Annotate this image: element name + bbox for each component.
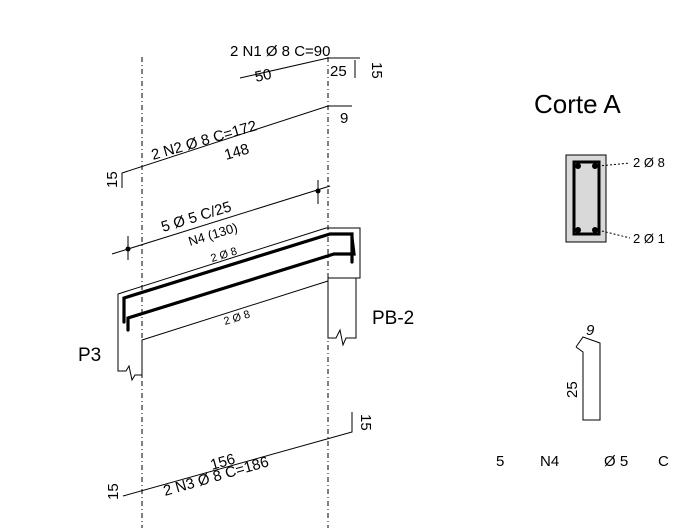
bar-n2-tail-length: 15 bbox=[104, 171, 121, 188]
beam-outline bbox=[117, 227, 361, 377]
bar-n4-dimension-line bbox=[111, 185, 331, 255]
bar-n2: 2 N2 Ø 8 C=172 148 9 15 bbox=[104, 105, 352, 188]
inclined-beam: 2 Ø 8 2 Ø 8 bbox=[117, 227, 361, 382]
stirrup-legend: 5 N4 Ø 5 C bbox=[496, 453, 669, 470]
stirrup-hook-length: 9 bbox=[586, 322, 595, 339]
section-a: Corte A 2 Ø 8 2 Ø 1 bbox=[534, 89, 665, 246]
bar-n4-dimension: 5 Ø 5 C/25 N4 (130) bbox=[111, 180, 331, 260]
left-support-break bbox=[117, 332, 142, 382]
section-stirrup bbox=[572, 160, 601, 236]
beam-bottom-bars-label: 2 Ø 8 bbox=[222, 309, 251, 328]
bar-n2-main-length: 148 bbox=[222, 141, 251, 164]
stirrup-legend-name: N4 bbox=[540, 453, 559, 470]
section-bar-bottom-right bbox=[592, 227, 598, 233]
bar-n4-right-dot bbox=[315, 188, 321, 194]
stirrup-height-length: 25 bbox=[564, 381, 581, 398]
support-right-label: PB-2 bbox=[372, 308, 414, 329]
bar-n1-tail-length: 15 bbox=[368, 62, 385, 79]
bar-n1-label: 2 N1 Ø 8 C=90 bbox=[230, 43, 330, 60]
stirrup-legend-spacing: C bbox=[658, 453, 669, 470]
section-title: Corte A bbox=[534, 89, 621, 119]
right-support-break bbox=[327, 278, 357, 347]
stirrup-detail: 9 25 bbox=[564, 322, 601, 421]
stirrup-shape bbox=[575, 336, 601, 421]
stirrup-legend-qty: 5 bbox=[496, 453, 504, 470]
bar-n2-hook-length: 9 bbox=[340, 110, 348, 127]
bar-n3: 156 2 N3 Ø 8 C=186 15 15 bbox=[105, 412, 374, 500]
section-bar-top-left bbox=[575, 163, 581, 169]
bar-n3-tail-length: 15 bbox=[105, 483, 122, 500]
section-bar-top-right bbox=[592, 163, 598, 169]
bar-n4-left-dot bbox=[125, 246, 131, 252]
bar-n1-shape bbox=[239, 57, 360, 79]
bar-n1: 2 N1 Ø 8 C=90 50 25 15 bbox=[230, 43, 385, 86]
stirrup-legend-dia: Ø 5 bbox=[604, 453, 628, 470]
bar-n1-hook-length: 25 bbox=[330, 63, 347, 80]
section-top-leader bbox=[597, 162, 631, 167]
bar-n3-shape bbox=[122, 412, 353, 497]
section-bottom-bars-label: 2 Ø 1 bbox=[633, 231, 665, 246]
bar-n3-hook-length: 15 bbox=[357, 414, 374, 431]
support-left-label: P3 bbox=[78, 345, 101, 366]
bar-n2-shape bbox=[121, 105, 352, 188]
beam-top-bars-label: 2 Ø 8 bbox=[209, 246, 238, 265]
section-bar-bottom-left bbox=[575, 227, 581, 233]
beam-bottom-bar bbox=[126, 236, 356, 332]
section-top-bars-label: 2 Ø 8 bbox=[633, 155, 665, 170]
bar-n1-main-length: 50 bbox=[253, 66, 273, 86]
section-bottom-leader bbox=[597, 229, 631, 239]
bar-n3-main-length: 156 bbox=[208, 451, 237, 474]
